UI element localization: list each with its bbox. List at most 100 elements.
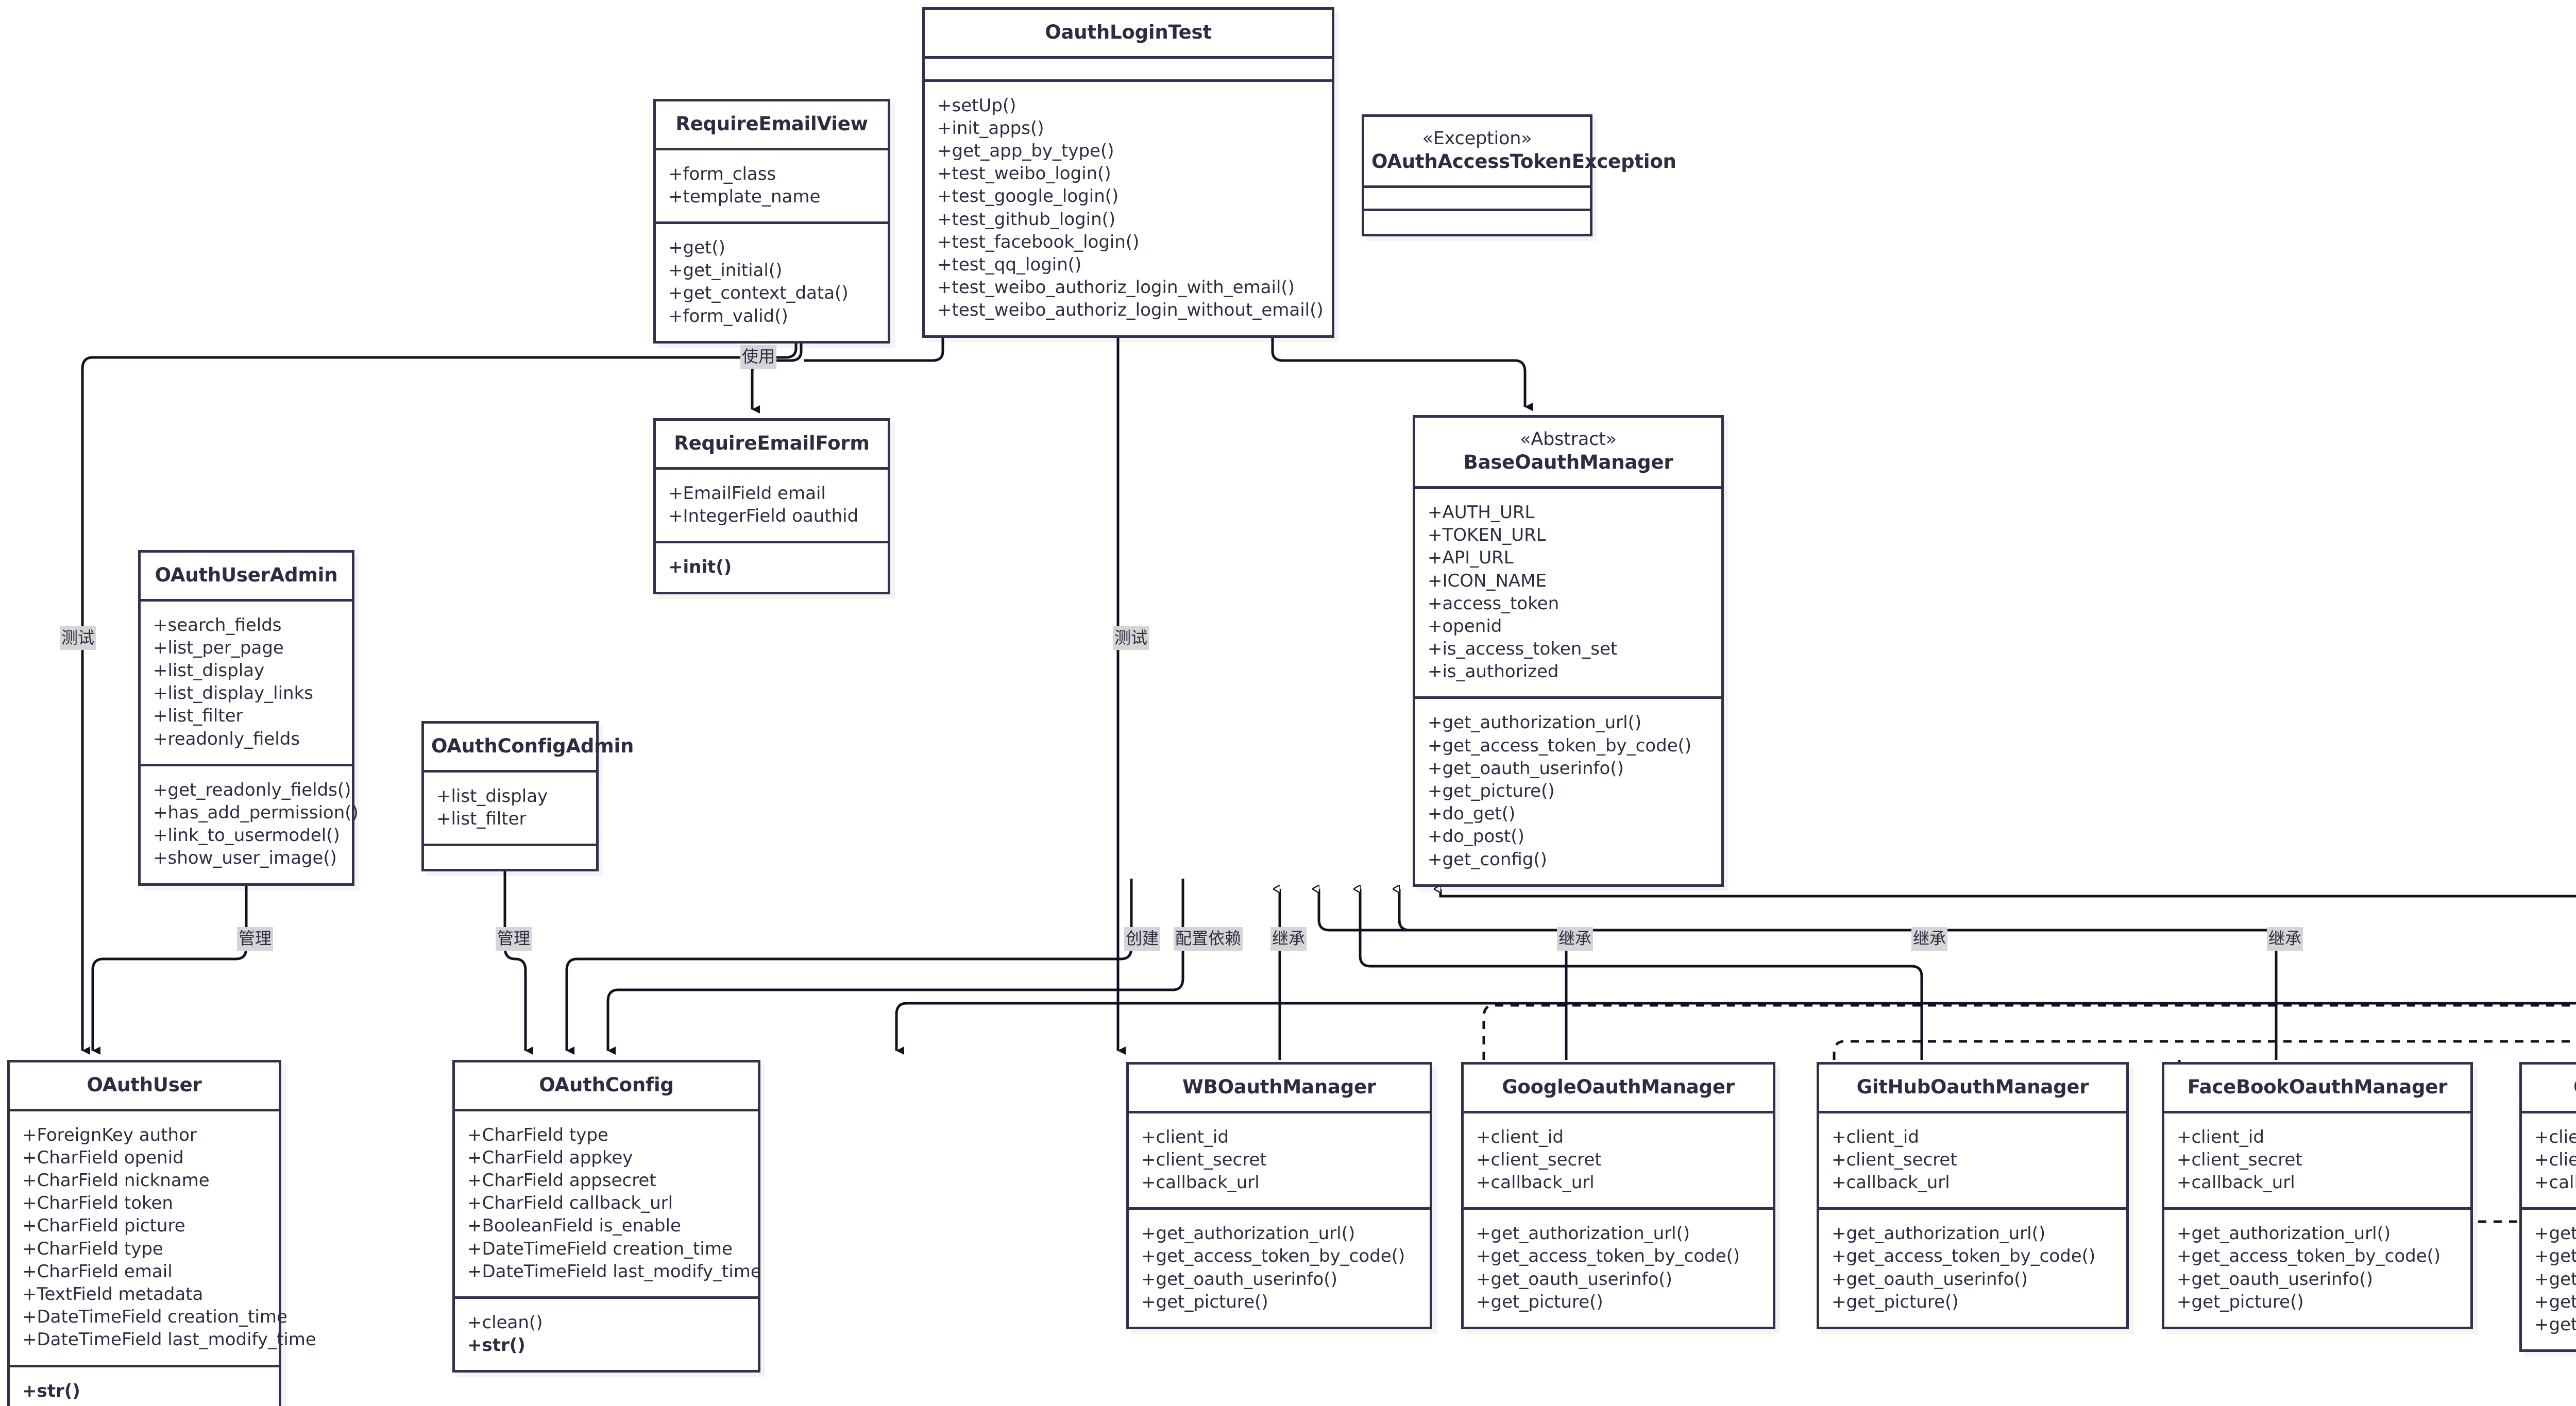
method-row: +str() bbox=[22, 1380, 80, 1401]
class-box-require-email-view[interactable]: RequireEmailView +form_class +template_n… bbox=[653, 99, 890, 344]
method-row: +get_app_by_type() bbox=[937, 141, 1114, 162]
attributes-compartment: +list_display +list_filter bbox=[424, 773, 596, 847]
method-row: +test_github_login() bbox=[937, 209, 1116, 230]
class-box-base-oauth-manager[interactable]: «Abstract» BaseOauthManager +AUTH_URL +T… bbox=[1413, 415, 1724, 887]
stereotype-label: «Exception» bbox=[1422, 128, 1532, 149]
class-box-facebook-oauth-manager[interactable]: FaceBookOauthManager +client_id +client_… bbox=[2162, 1062, 2473, 1329]
class-title: OAuthUserAdmin bbox=[141, 553, 352, 602]
attribute-row: +is_access_token_set bbox=[1428, 639, 1618, 660]
class-box-google-oauth-manager[interactable]: GoogleOauthManager +client_id +client_se… bbox=[1461, 1062, 1775, 1329]
class-name: RequireEmailView bbox=[675, 113, 868, 135]
attribute-row: +callback_url bbox=[2534, 1172, 2576, 1193]
attribute-row: +CharField type bbox=[22, 1238, 163, 1259]
attribute-row: +client_secret bbox=[1476, 1149, 1602, 1170]
edge-label-inherit-wb: 继承 bbox=[1270, 927, 1307, 951]
class-box-oauth-config-admin[interactable]: OAuthConfigAdmin +list_display +list_fil… bbox=[421, 721, 634, 872]
methods-compartment: +get() +get_initial() +get_context_data(… bbox=[656, 224, 888, 341]
method-row: +get_authorization_url() bbox=[2177, 1223, 2391, 1244]
class-title: OAuthUser bbox=[10, 1062, 279, 1111]
method-row: +get_authorization_url() bbox=[1428, 712, 1642, 733]
attribute-row: +client_id bbox=[1141, 1126, 1229, 1147]
methods-compartment: +get_authorization_url() +get_access_tok… bbox=[2522, 1210, 2576, 1349]
attribute-row: +client_id bbox=[1476, 1126, 1564, 1147]
attribute-row: +EmailField email bbox=[668, 483, 826, 504]
attribute-row: +IntegerField oauthid bbox=[668, 505, 859, 526]
attribute-row: +callback_url bbox=[1832, 1172, 1950, 1193]
class-name: OAuthConfig bbox=[539, 1074, 674, 1096]
attribute-row: +CharField appsecret bbox=[467, 1170, 656, 1191]
class-box-oauth-access-token-exception[interactable]: «Exception» OAuthAccessTokenException bbox=[1362, 114, 1676, 236]
method-row: +get_access_token_by_code() bbox=[2177, 1246, 2441, 1267]
attribute-row: +list_filter bbox=[153, 706, 243, 727]
methods-compartment: +init() bbox=[656, 543, 888, 592]
class-box-oauth-config[interactable]: OAuthConfig +CharField type +CharField a… bbox=[452, 1060, 761, 1373]
class-name: GoogleOauthManager bbox=[1502, 1076, 1735, 1098]
attribute-row: +client_secret bbox=[2534, 1149, 2576, 1170]
edge-label-create-wb: 创建 bbox=[1124, 927, 1161, 951]
attribute-row: +client_id bbox=[2534, 1126, 2576, 1147]
class-box-wb-oauth-manager[interactable]: WBOauthManager +client_id +client_secret… bbox=[1126, 1062, 1432, 1329]
class-name: OAuthConfigAdmin bbox=[431, 735, 634, 757]
attribute-row: +BooleanField is_enable bbox=[467, 1215, 681, 1237]
attribute-row: +callback_url bbox=[1476, 1172, 1595, 1193]
method-row: +get_access_token_by_code() bbox=[1428, 735, 1692, 756]
class-title: «Abstract» BaseOauthManager bbox=[1415, 418, 1721, 489]
attribute-row: +readonly_fields bbox=[153, 728, 300, 749]
class-name: OAuthUserAdmin bbox=[155, 564, 338, 586]
method-row: +clean() bbox=[467, 1312, 543, 1333]
attribute-row: +AUTH_URL bbox=[1428, 502, 1535, 523]
method-row: +get_authorization_url() bbox=[1476, 1223, 1690, 1244]
class-box-require-email-form[interactable]: RequireEmailForm +EmailField email +Inte… bbox=[653, 418, 890, 595]
attribute-row: +template_name bbox=[668, 186, 821, 207]
class-box-qq-oauth-manager[interactable]: QQOauthManager +client_id +client_secret… bbox=[2519, 1062, 2576, 1352]
attribute-row: +CharField nickname bbox=[22, 1170, 210, 1191]
edge-label-config-dependency: 配置依赖 bbox=[1174, 927, 1243, 951]
attribute-row: +access_token bbox=[1428, 593, 1560, 614]
method-row: +get_open_id() bbox=[2534, 1268, 2576, 1290]
class-title: «Exception» OAuthAccessTokenException bbox=[1364, 117, 1676, 188]
attributes-compartment: +client_id +client_secret +callback_url bbox=[2522, 1113, 2576, 1210]
class-title: OAuthConfigAdmin bbox=[424, 724, 634, 773]
attributes-compartment: +AUTH_URL +TOKEN_URL +API_URL +ICON_NAME… bbox=[1415, 489, 1721, 699]
method-row: +get() bbox=[668, 237, 725, 259]
class-title: OauthLoginTest bbox=[925, 10, 1332, 59]
method-row: +get_initial() bbox=[668, 260, 783, 281]
method-row: +get_picture() bbox=[2177, 1291, 2304, 1312]
attribute-row: +callback_url bbox=[2177, 1172, 2295, 1193]
attribute-row: +API_URL bbox=[1428, 547, 1514, 569]
method-row: +do_get() bbox=[1428, 803, 1516, 825]
method-row: +get_access_token_by_code() bbox=[2534, 1246, 2576, 1267]
class-name: FaceBookOauthManager bbox=[2187, 1076, 2448, 1098]
method-row: +init() bbox=[668, 557, 732, 578]
attribute-row: +list_display_links bbox=[153, 683, 313, 704]
method-row: +get_oauth_userinfo() bbox=[1832, 1268, 2028, 1290]
attribute-row: +client_id bbox=[2177, 1126, 2264, 1147]
edge-label-manage-user: 管理 bbox=[237, 927, 274, 951]
class-box-oauth-user-admin[interactable]: OAuthUserAdmin +search_fields +list_per_… bbox=[138, 550, 359, 886]
methods-compartment: +setUp() +init_apps() +get_app_by_type()… bbox=[925, 82, 1332, 335]
attribute-row: +CharField picture bbox=[22, 1215, 185, 1237]
methods-compartment: +get_readonly_fields() +has_add_permissi… bbox=[141, 766, 359, 883]
attribute-row: +TextField metadata bbox=[22, 1283, 204, 1305]
method-row: +test_weibo_authoriz_login_with_email() bbox=[937, 277, 1295, 298]
methods-compartment bbox=[1364, 211, 1590, 234]
class-box-github-oauth-manager[interactable]: GitHubOauthManager +client_id +client_se… bbox=[1817, 1062, 2129, 1329]
method-row: +link_to_usermodel() bbox=[153, 825, 340, 846]
method-row: +show_user_image() bbox=[153, 848, 337, 869]
class-title: QQOauthManager bbox=[2522, 1065, 2576, 1113]
class-title: WBOauthManager bbox=[1129, 1065, 1430, 1113]
class-box-oauth-login-test[interactable]: OauthLoginTest +setUp() +init_apps() +ge… bbox=[922, 7, 1334, 338]
method-row: +test_qq_login() bbox=[937, 254, 1082, 275]
methods-compartment: +get_authorization_url() +get_access_tok… bbox=[1464, 1210, 1773, 1327]
methods-compartment: +get_authorization_url() +get_access_tok… bbox=[1415, 699, 1721, 884]
method-row: +get_oauth_userinfo() bbox=[2534, 1291, 2576, 1312]
methods-compartment: +get_authorization_url() +get_access_tok… bbox=[1819, 1210, 2126, 1327]
attribute-row: +CharField callback_url bbox=[467, 1193, 673, 1214]
edge-label-inherit-facebook: 继承 bbox=[2267, 927, 2303, 951]
class-name: GitHubOauthManager bbox=[1856, 1076, 2089, 1098]
method-row: +get_config() bbox=[1428, 849, 1547, 870]
class-name: OAuthAccessTokenException bbox=[1371, 150, 1676, 173]
method-row: +get_authorization_url() bbox=[1832, 1223, 2046, 1244]
class-box-oauth-user[interactable]: OAuthUser +ForeignKey author +CharField … bbox=[7, 1060, 316, 1406]
